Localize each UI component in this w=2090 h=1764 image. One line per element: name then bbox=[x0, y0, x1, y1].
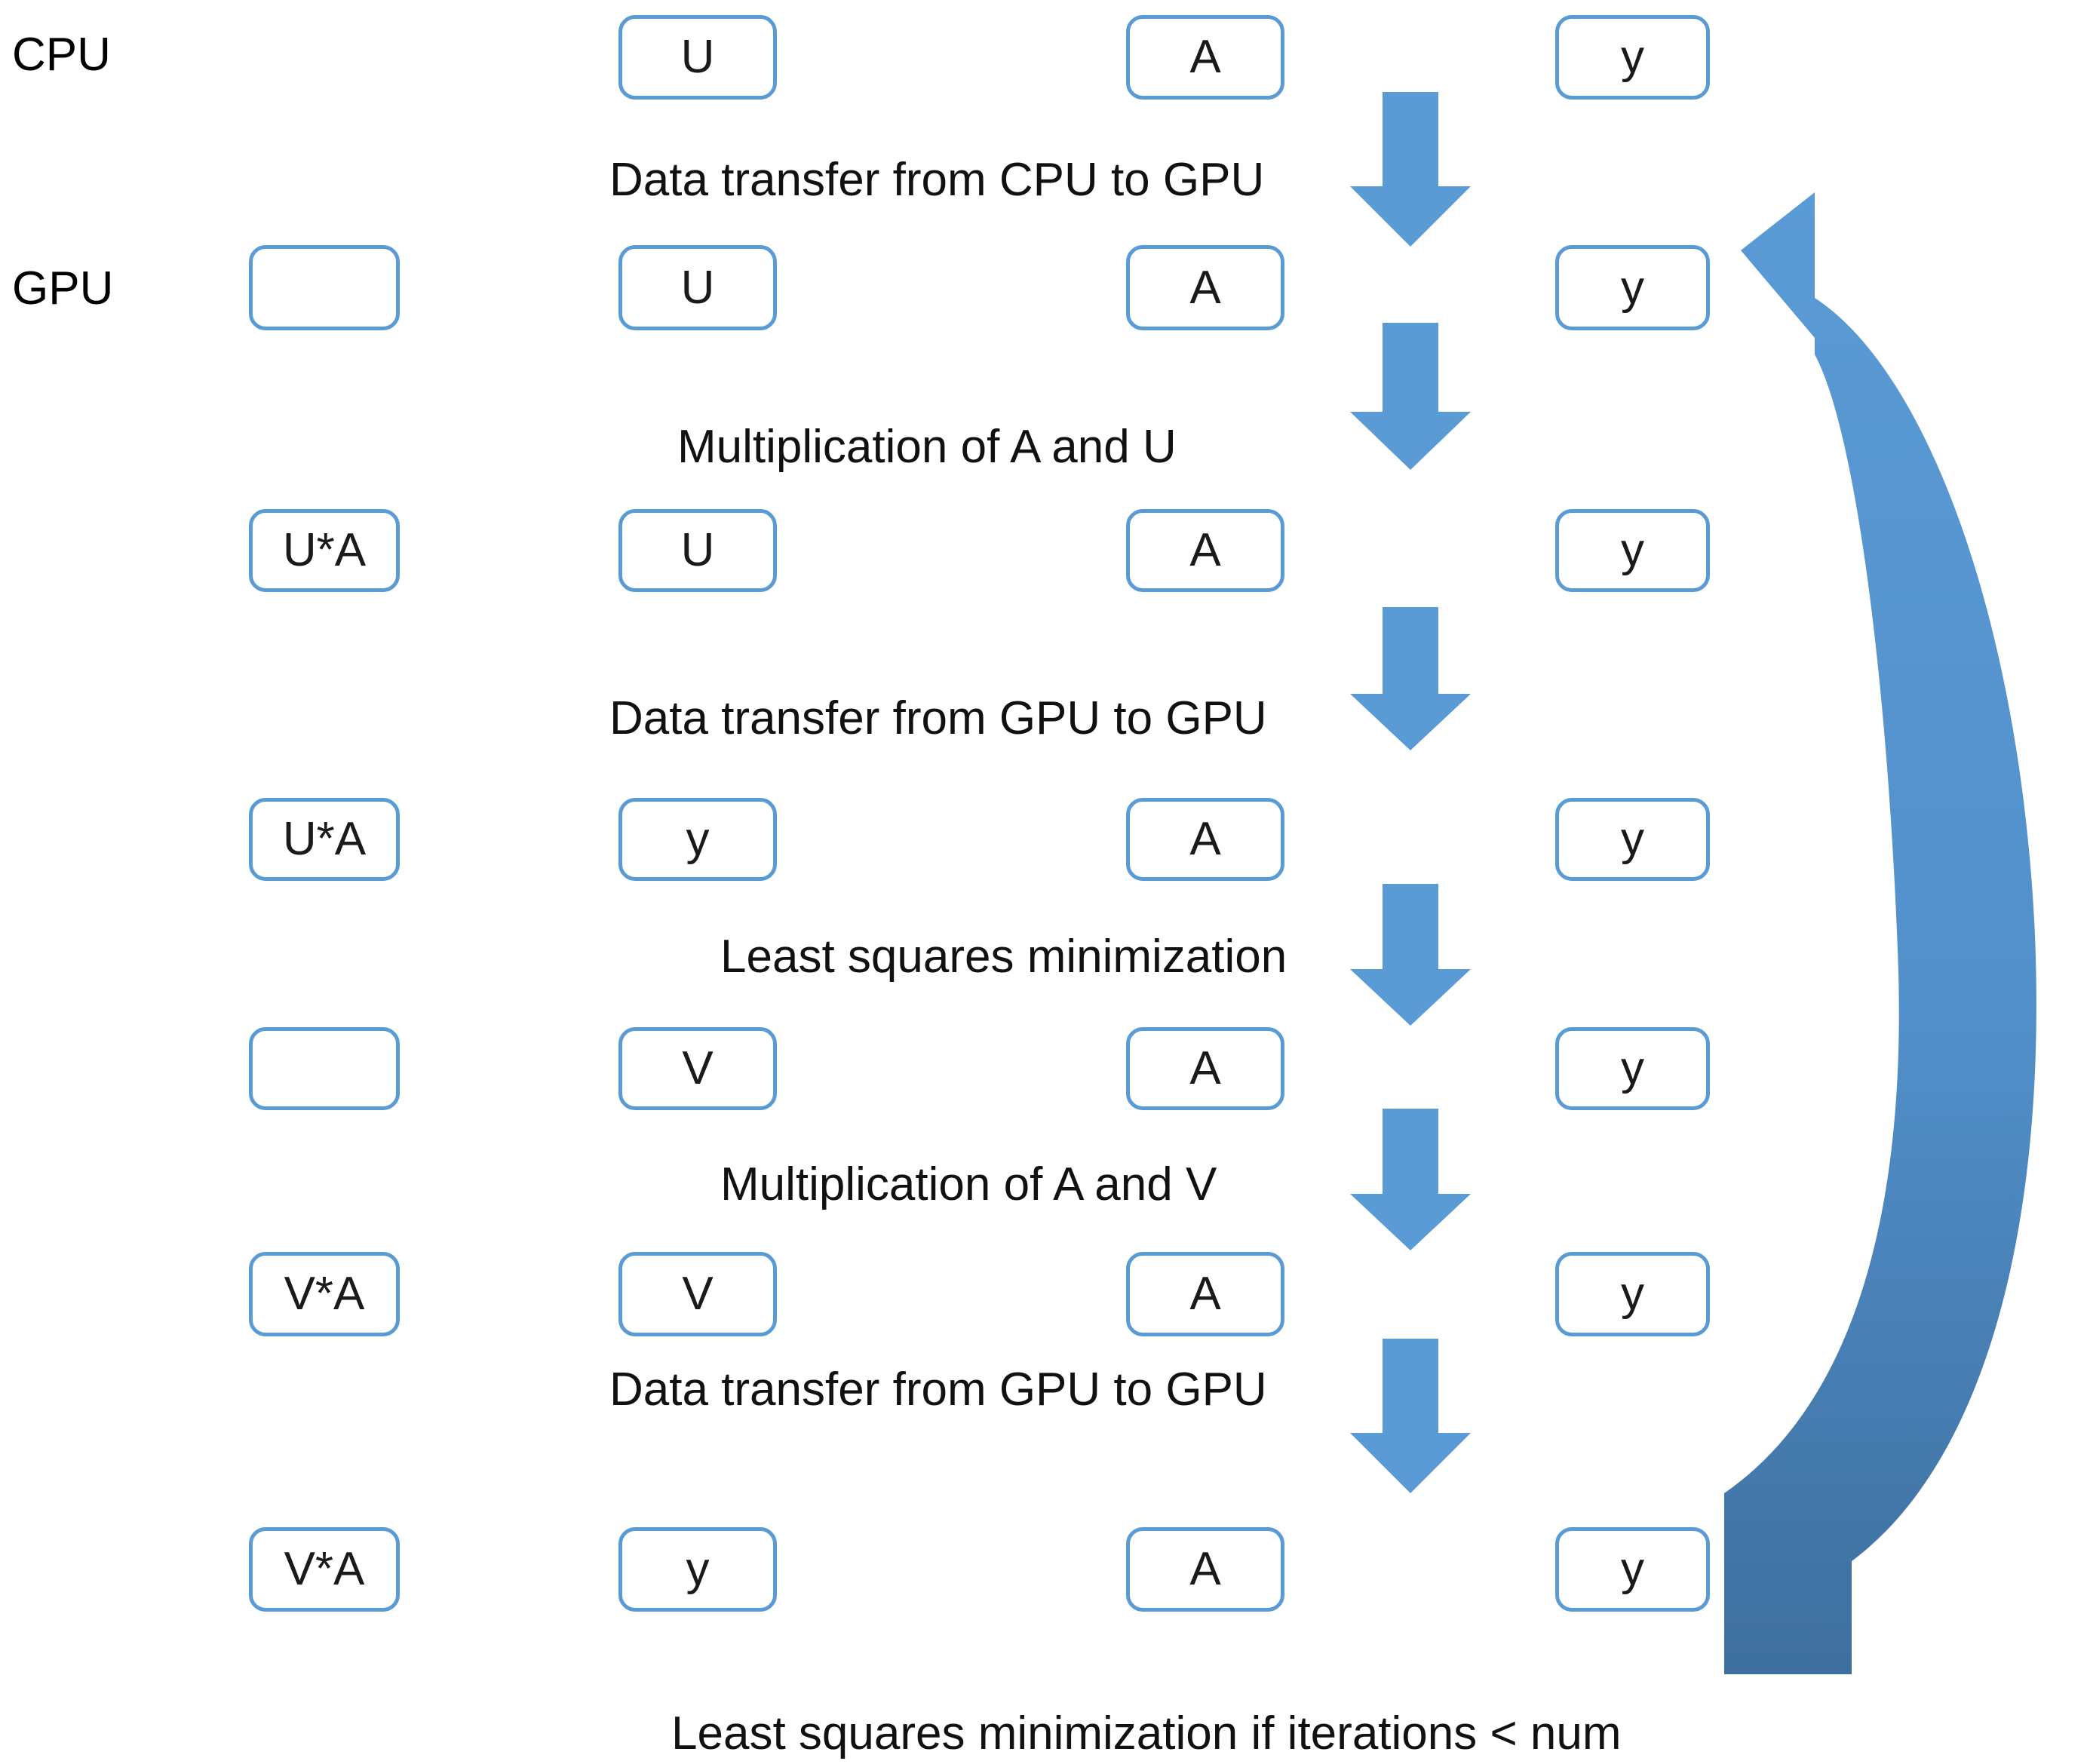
down-arrow-2 bbox=[1350, 323, 1471, 470]
node-r3c3-A[interactable]: A bbox=[1126, 509, 1284, 592]
step-label-5: Multiplication of A and V bbox=[720, 1158, 1217, 1210]
node-r6c2-V[interactable]: V bbox=[618, 1252, 777, 1336]
node-r1c4-y[interactable]: y bbox=[1555, 15, 1710, 100]
node-r5c4-y[interactable]: y bbox=[1555, 1027, 1710, 1110]
step-label-3: Data transfer from GPU to GPU bbox=[609, 692, 1267, 744]
node-r6c4-y[interactable]: y bbox=[1555, 1252, 1710, 1336]
down-arrow-5 bbox=[1350, 1109, 1471, 1250]
feedback-loop-arrow bbox=[1720, 181, 2090, 1735]
down-arrow-4 bbox=[1350, 884, 1471, 1026]
node-r1c3-A[interactable]: A bbox=[1126, 15, 1284, 100]
step-label-7: Least squares minimization if iterations… bbox=[671, 1707, 1622, 1759]
node-r5c2-V[interactable]: V bbox=[618, 1027, 777, 1110]
node-r7c4-y[interactable]: y bbox=[1555, 1527, 1710, 1612]
down-arrow-3 bbox=[1350, 607, 1471, 750]
node-r1c2-U[interactable]: U bbox=[618, 15, 777, 100]
node-r2c1-blank[interactable] bbox=[249, 245, 400, 330]
node-r2c4-y[interactable]: y bbox=[1555, 245, 1710, 330]
node-r4c4-y[interactable]: y bbox=[1555, 798, 1710, 881]
node-r7c2-y[interactable]: y bbox=[618, 1527, 777, 1612]
node-r5c1-blank[interactable] bbox=[249, 1027, 400, 1110]
node-r2c2-U[interactable]: U bbox=[618, 245, 777, 330]
node-r3c4-y[interactable]: y bbox=[1555, 509, 1710, 592]
node-r7c3-A[interactable]: A bbox=[1126, 1527, 1284, 1612]
tier-label-gpu: GPU bbox=[12, 262, 114, 314]
step-label-4: Least squares minimization bbox=[720, 931, 1287, 983]
node-r6c1-VA[interactable]: V*A bbox=[249, 1252, 400, 1336]
node-r7c1-VA[interactable]: V*A bbox=[249, 1527, 400, 1612]
node-r5c3-A[interactable]: A bbox=[1126, 1027, 1284, 1110]
down-arrow-6 bbox=[1350, 1339, 1471, 1493]
tier-label-cpu: CPU bbox=[12, 29, 111, 81]
down-arrow-1 bbox=[1350, 92, 1471, 247]
step-label-1: Data transfer from CPU to GPU bbox=[609, 154, 1265, 206]
node-r4c2-y[interactable]: y bbox=[618, 798, 777, 881]
step-label-6: Data transfer from GPU to GPU bbox=[609, 1364, 1267, 1416]
node-r2c3-A[interactable]: A bbox=[1126, 245, 1284, 330]
node-r4c1-UA[interactable]: U*A bbox=[249, 798, 400, 881]
node-r3c2-U[interactable]: U bbox=[618, 509, 777, 592]
node-r3c1-UA[interactable]: U*A bbox=[249, 509, 400, 592]
node-r4c3-A[interactable]: A bbox=[1126, 798, 1284, 881]
node-r6c3-A[interactable]: A bbox=[1126, 1252, 1284, 1336]
step-label-2: Multiplication of A and U bbox=[677, 421, 1177, 473]
